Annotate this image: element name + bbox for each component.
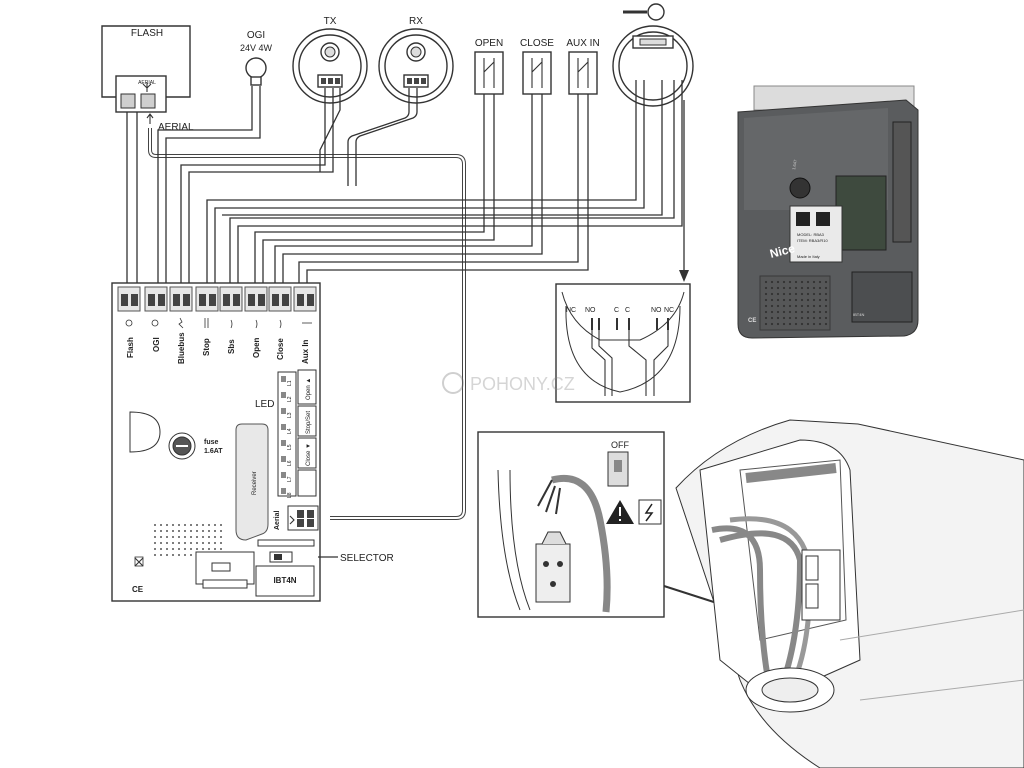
ogi-lamp: OGI 24V 4W <box>240 30 273 86</box>
terminal-ogi-label: OGI <box>152 337 161 352</box>
close-switch: CLOSE <box>520 38 554 95</box>
aerial-terminal-label: Aerial <box>274 510 281 530</box>
receiver-module <box>235 423 269 541</box>
stop-no-label: NO <box>651 307 662 314</box>
stop-nc-label: NC <box>566 307 576 314</box>
tx-label: TX <box>324 16 337 27</box>
stop-nc-label: NC <box>664 307 674 314</box>
photo-fuse: 1.6AT <box>791 159 798 171</box>
led-code: L7 <box>287 476 293 482</box>
off-label: OFF <box>611 440 629 450</box>
led-code: L5 <box>287 444 293 450</box>
selector-module <box>255 539 315 597</box>
receiver-label: Receiver <box>252 471 258 495</box>
fuse-value: 1.6AT <box>204 448 223 455</box>
led-code: L4 <box>287 428 293 434</box>
close-button[interactable] <box>297 437 317 469</box>
ibt4n-label: IBT4N <box>273 576 296 585</box>
stop-set-button-label: Stop/Set <box>306 411 312 434</box>
motor-housing <box>675 419 1024 768</box>
selector-label: SELECTOR <box>340 553 394 564</box>
stop-no-label: NO <box>585 307 596 314</box>
stop-switch-detail: NC NO C C NO NC <box>555 283 691 403</box>
photo-brand: Nice <box>768 241 796 261</box>
fuse-label: fuse <box>204 439 219 446</box>
stop-c-label: C <box>625 307 630 314</box>
led-code: L8 <box>287 492 293 498</box>
installation-inset: OFF <box>477 431 665 618</box>
photo-vent-dots <box>764 280 828 326</box>
close-label: CLOSE <box>520 38 554 49</box>
led-code: L1 <box>287 380 293 386</box>
flash-label: FLASH <box>131 28 163 39</box>
led-strip <box>277 371 297 497</box>
led-code: L6 <box>287 460 293 466</box>
stop-set-button[interactable] <box>297 405 317 437</box>
control-unit-photo: MODEL: RBA3 ITEM: RBA3/R10 Made in Italy… <box>737 85 919 339</box>
terminal-close-label: Close <box>276 338 285 360</box>
terminal-flash-label: Flash <box>126 337 135 358</box>
tx-photocell: TX <box>292 16 368 104</box>
key-selector <box>612 3 694 107</box>
open-switch: OPEN <box>474 38 504 95</box>
rx-photocell: RX <box>378 16 454 104</box>
watermark: POHONY.CZ <box>442 372 575 394</box>
ogi-label: OGI <box>247 30 265 41</box>
terminal-aux-in-label: Aux In <box>301 339 310 364</box>
wiring <box>126 80 689 520</box>
terminal-sbs-label: Sbs <box>227 339 236 354</box>
board-ce-mark: CE <box>132 585 144 594</box>
terminal-blocks <box>117 286 317 312</box>
aux-in-label: AUX IN <box>566 38 599 49</box>
led-code: L3 <box>287 412 293 418</box>
aux-in-switch: AUX IN <box>566 38 600 95</box>
vent-dots <box>154 524 222 556</box>
terminal-open-label: Open <box>252 337 261 358</box>
watermark-text: POHONY.CZ <box>470 374 575 394</box>
photo-made: Made in Italy <box>797 254 820 259</box>
close-button-label: Close ▼ <box>306 443 312 466</box>
open-button[interactable] <box>297 369 317 405</box>
open-label: OPEN <box>475 38 503 49</box>
open-button-label: Open ▲ <box>306 378 312 400</box>
stop-c-label: C <box>614 307 619 314</box>
photo-ce-mark: CE <box>748 318 756 324</box>
terminal-bluebus-label: Bluebus <box>177 332 186 364</box>
fuse <box>168 432 196 460</box>
photo-ibt4n: IBT4N <box>853 312 864 317</box>
aerial-label: AERIAL <box>158 122 194 133</box>
flash-device: FLASH AERIAL <box>101 25 191 113</box>
led-label: LED <box>255 399 274 410</box>
led-code: L2 <box>287 396 293 402</box>
ogi-rating: 24V 4W <box>240 43 273 53</box>
photo-item: ITEM: RBA3/R10 <box>797 238 828 243</box>
rx-label: RX <box>409 16 423 27</box>
photo-model: MODEL: RBA3 <box>797 232 825 237</box>
terminal-stop-label: Stop <box>202 338 211 356</box>
control-board: Flash OGI Bluebus Stop Sbs Open Close Au… <box>111 282 321 602</box>
